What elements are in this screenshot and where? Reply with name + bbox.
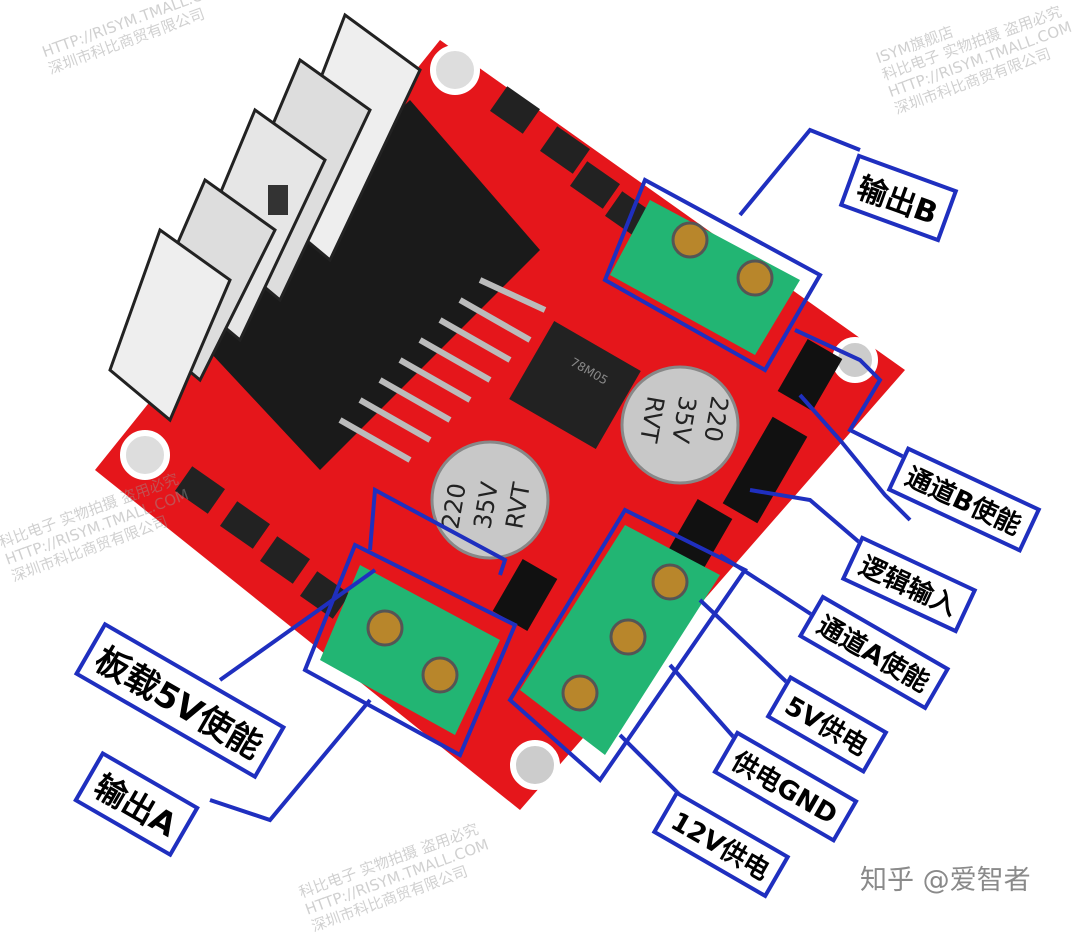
terminal-output-a: [320, 565, 500, 735]
header-pins-logic: [722, 416, 808, 524]
mounting-hole: [120, 430, 170, 480]
annotation-lines: [209, 127, 931, 823]
mounting-hole: [430, 45, 480, 95]
terminal-output-b: [610, 200, 800, 355]
capacitor: 220 35V RVT: [620, 365, 740, 485]
author-credit: 知乎 @爱智者: [860, 865, 1031, 896]
header-pins-enb: [777, 339, 843, 411]
chip-pins: [338, 277, 547, 463]
voltage-regulator: [509, 321, 641, 449]
capacitor: 220 35V RVT: [430, 440, 550, 560]
header-pins-ena: [667, 499, 733, 571]
heatsink: [108, 12, 540, 470]
terminal-power: [520, 525, 720, 755]
mounting-hole: [510, 740, 560, 790]
jumper-5v: [492, 559, 558, 631]
